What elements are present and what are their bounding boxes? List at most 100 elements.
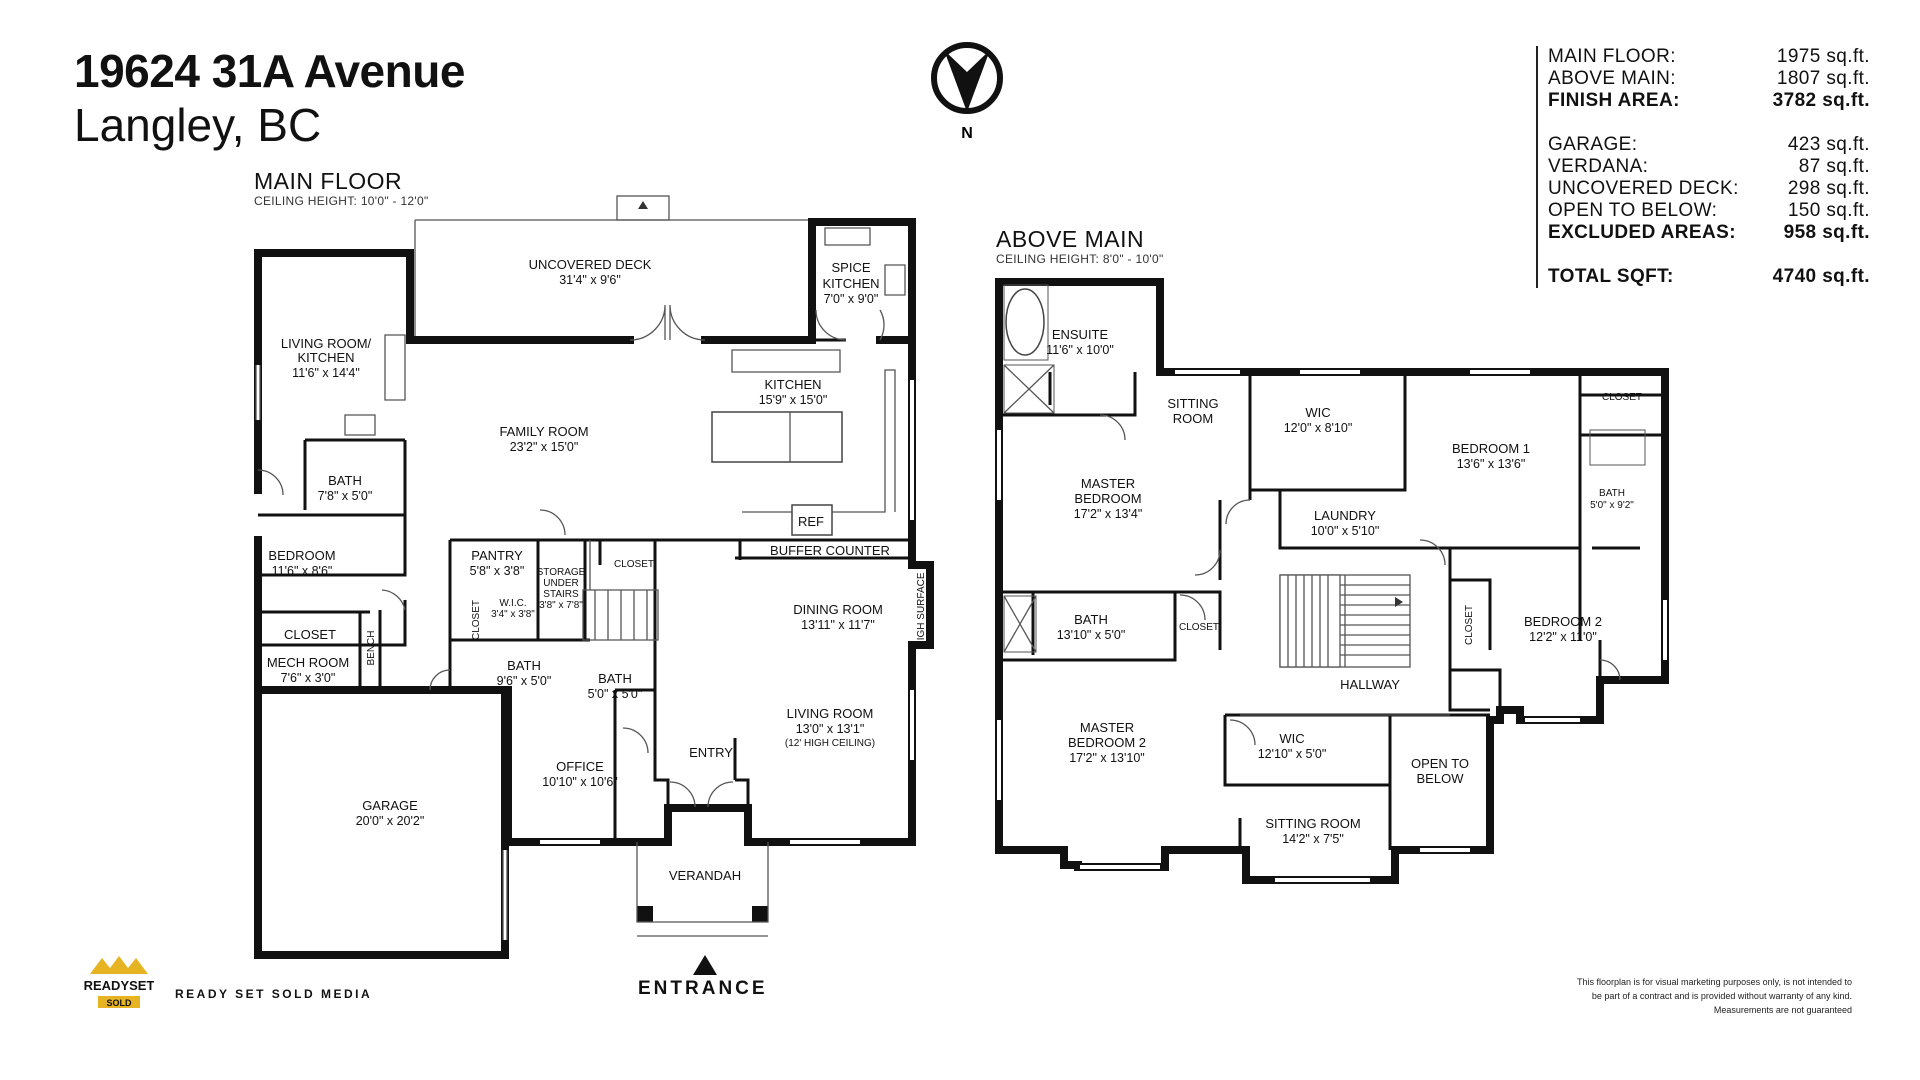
- room-dim: 10'10" x 10'6": [542, 775, 618, 789]
- area-label: FINISH AREA:: [1548, 90, 1680, 111]
- area-value: 298 sq.ft.: [1787, 178, 1870, 199]
- room-dim: 11'6" x 8'6": [272, 564, 333, 578]
- room-label: VERANDAH: [669, 868, 741, 883]
- room-label: CLOSET: [1179, 622, 1219, 633]
- property-address: 19624 31A Avenue: [74, 45, 465, 97]
- area-label: UNCOVERED DECK:: [1548, 178, 1739, 199]
- room-label: BENCH: [366, 630, 377, 665]
- room-label: BATH: [328, 473, 362, 488]
- room-note: (12' HIGH CEILING): [785, 738, 875, 749]
- room-label: BEDROOM 2: [1068, 735, 1146, 750]
- room-label: CLOSET: [284, 627, 336, 642]
- room-label: REF: [798, 514, 824, 529]
- room-label: BEDROOM: [1074, 491, 1141, 506]
- room-label: UNDER: [543, 578, 579, 589]
- room-label: CLOSET: [471, 600, 482, 640]
- area-value: 4740 sq.ft.: [1772, 266, 1870, 287]
- area-row: VERDANA: 87 sq.ft.: [1548, 156, 1870, 178]
- room-label: SPICE: [831, 260, 870, 275]
- disclaimer-line: This floorplan is for visual marketing p…: [1577, 977, 1852, 987]
- area-summary-table: MAIN FLOOR: 1975 sq.ft. ABOVE MAIN: 1807 s…: [1536, 46, 1870, 288]
- room-label: ENSUITE: [1052, 327, 1109, 342]
- room-label: STORAGE: [537, 567, 586, 578]
- room-dim: 3'4" x 3'8": [491, 609, 535, 620]
- room-dim: 5'0" x 5'0": [588, 687, 643, 701]
- room-label: ENTRY: [689, 745, 733, 760]
- room-dim: 13'11" x 11'7": [801, 618, 875, 632]
- main-floor-plan: [254, 195, 934, 959]
- area-value: 958 sq.ft.: [1783, 222, 1870, 243]
- room-dim: 12'2" x 11'0": [1529, 630, 1597, 644]
- room-dim: 7'8" x 5'0": [318, 489, 373, 503]
- area-row: OPEN TO BELOW: 150 sq.ft.: [1548, 200, 1870, 222]
- area-value: 1807 sq.ft.: [1776, 68, 1870, 89]
- area-label: VERDANA:: [1548, 156, 1649, 177]
- room-dim: 17'2" x 13'10": [1069, 751, 1145, 765]
- room-label: LIVING ROOM/: [281, 336, 372, 351]
- mountain-logo-icon: READYSET SOLD: [84, 956, 154, 1008]
- logo-text: READYSET: [84, 978, 154, 993]
- room-dim: 3'8" x 7'8": [539, 600, 583, 611]
- room-dim: 5'8" x 3'8": [470, 564, 525, 578]
- room-label: FAMILY ROOM: [499, 424, 588, 439]
- area-label: MAIN FLOOR:: [1548, 46, 1676, 67]
- room-label: UNCOVERED DECK: [529, 257, 652, 272]
- room-label: LAUNDRY: [1314, 508, 1376, 523]
- room-label: BUFFER COUNTER: [770, 543, 890, 558]
- area-value: 150 sq.ft.: [1787, 200, 1870, 221]
- main-floor-ceiling: CEILING HEIGHT: 10'0" - 12'0": [254, 194, 429, 208]
- room-label: ROOM: [1173, 411, 1213, 426]
- room-label: CLOSET: [614, 559, 654, 570]
- area-label: OPEN TO BELOW:: [1548, 200, 1718, 221]
- room-dim: 15'9" x 15'0": [759, 393, 828, 407]
- room-dim: 20'0" x 20'2": [356, 814, 425, 828]
- room-dim: 13'0" x 13'1": [796, 722, 865, 736]
- room-dim: 9'6" x 5'0": [497, 674, 552, 688]
- room-dim: 12'10" x 5'0": [1258, 747, 1327, 761]
- room-label: BATH: [598, 671, 632, 686]
- room-label: GARAGE: [362, 798, 418, 813]
- area-value: 3782 sq.ft.: [1772, 90, 1870, 111]
- area-row: EXCLUDED AREAS:958 sq.ft.: [1548, 222, 1870, 244]
- area-label: GARAGE:: [1548, 134, 1638, 155]
- above-main-title: ABOVE MAIN: [996, 226, 1144, 252]
- room-dim: 5'0" x 9'2": [1590, 500, 1634, 511]
- room-label: MASTER: [1080, 720, 1134, 735]
- room-dim: 12'0" x 8'10": [1284, 421, 1353, 435]
- area-row: MAIN FLOOR: 1975 sq.ft.: [1548, 46, 1870, 68]
- room-label: WIC: [1305, 405, 1330, 420]
- logo-text: SOLD: [106, 998, 132, 1008]
- room-label: BELOW: [1417, 771, 1465, 786]
- room-label: HALLWAY: [1340, 677, 1400, 692]
- area-value: 423 sq.ft.: [1787, 134, 1870, 155]
- area-label: TOTAL SQFT:: [1548, 266, 1674, 287]
- room-dim: 23'2" x 15'0": [510, 440, 579, 454]
- room-label: BATH: [1599, 488, 1625, 499]
- room-label: WIC: [1279, 731, 1304, 746]
- room-label: BEDROOM 1: [1452, 441, 1530, 456]
- above-main-plan: [995, 278, 1669, 884]
- area-value: 1975 sq.ft.: [1776, 46, 1870, 67]
- area-row-total: TOTAL SQFT: 4740 sq.ft.: [1548, 266, 1870, 288]
- room-dim: 14'2" x 7'5": [1282, 832, 1344, 846]
- room-label: KITCHEN: [764, 377, 821, 392]
- room-dim: 7'6" x 3'0": [281, 671, 336, 685]
- room-label: DINING ROOM: [793, 602, 883, 617]
- room-label: CLOSET: [1464, 605, 1475, 645]
- room-label: BATH: [507, 658, 541, 673]
- entrance-arrow-icon: [693, 955, 717, 975]
- room-dim: 11'6" x 10'0": [1046, 343, 1114, 357]
- area-value: 87 sq.ft.: [1798, 156, 1870, 177]
- room-label: KITCHEN: [297, 350, 354, 365]
- room-label: BEDROOM 2: [1524, 614, 1602, 629]
- area-label: ABOVE MAIN:: [1548, 68, 1676, 89]
- area-row: FINISH AREA: 3782 sq.ft.: [1548, 90, 1870, 112]
- room-dim: 17'2" x 13'4": [1074, 507, 1143, 521]
- room-label: LIVING ROOM: [787, 706, 874, 721]
- north-arrow-icon: N: [931, 42, 1003, 142]
- room-dim: 31'4" x 9'6": [559, 273, 621, 287]
- property-city: Langley, BC: [74, 99, 322, 151]
- room-label: OPEN TO: [1411, 756, 1469, 771]
- area-row: ABOVE MAIN: 1807 sq.ft.: [1548, 68, 1870, 90]
